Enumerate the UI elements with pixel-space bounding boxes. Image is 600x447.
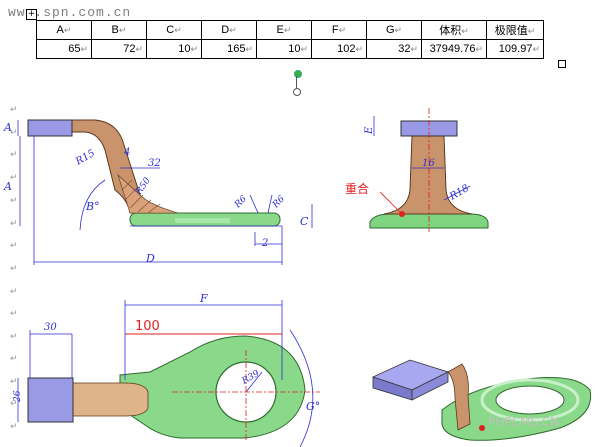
- rotate-handle[interactable]: [294, 70, 302, 78]
- header-cell[interactable]: 极限值↵: [486, 20, 544, 40]
- paragraph-marks: ↵ ↵ ↵ ↵ ↵ ↵ ↵ ↵ ↵ ↵ ↵ ↵ ↵ ↵ ↵: [10, 105, 18, 432]
- svg-text:↵: ↵: [10, 354, 18, 364]
- isometric-drawing: [371, 359, 592, 441]
- top-green-plate: [119, 335, 306, 439]
- table-value-row: 65↵ 72↵ 10↵ 165↵ 10↵ 102↵ 32↵ 37949.76↵ …: [36, 39, 544, 59]
- overlap-point: [399, 211, 405, 217]
- value-cell[interactable]: 109.97↵: [486, 39, 544, 59]
- dim-label-g: G°: [306, 400, 320, 413]
- dim-label-r6b: R6: [270, 194, 287, 211]
- handle-connector: [296, 76, 297, 88]
- overlap-label: 重合: [345, 181, 369, 196]
- svg-text:↵: ↵: [10, 219, 18, 229]
- front-view-drawing: E 16 R18 重合: [345, 108, 489, 232]
- dim-label-thirty: 30: [44, 322, 57, 333]
- front-column: [383, 135, 473, 215]
- svg-text:↵: ↵: [10, 309, 18, 319]
- svg-text:↵: ↵: [10, 105, 18, 115]
- value-cell[interactable]: 37949.76↵: [421, 39, 487, 59]
- dim-label-sixteen: 16: [422, 158, 435, 169]
- table-move-handle[interactable]: +: [26, 9, 37, 20]
- table-resize-handle[interactable]: [558, 60, 566, 68]
- value-cell[interactable]: 10↵: [146, 39, 202, 59]
- dim-label-r18: R18: [447, 183, 471, 203]
- hatch: [121, 179, 161, 214]
- parameter-table: A↵ B↵ C↵ D↵ E↵ F↵ G↵ 体积↵ 极限值↵ 65↵ 72↵ 10…: [36, 20, 544, 59]
- dim-label-b-deg: B°: [85, 200, 100, 213]
- dim-label-twentysix: 26: [13, 390, 23, 403]
- value-cell[interactable]: 65↵: [36, 39, 92, 59]
- top-purple-block: [27, 377, 74, 423]
- top-view-drawing: F 100 30 R39 G° 26: [13, 292, 320, 447]
- purple-block: [27, 119, 73, 137]
- dim-label-a-side: A: [3, 180, 12, 193]
- iso-copper: [447, 363, 471, 431]
- bottom-watermark: PHPCMS.CN: [488, 415, 559, 429]
- dimension-lines: [17, 120, 313, 265]
- dim-label-e: E: [364, 126, 375, 135]
- dim-label-f: F: [199, 292, 208, 305]
- iso-hole: [495, 385, 565, 415]
- watermark-text: www.spn.com.cn: [8, 5, 132, 20]
- dim-label-r15: R15: [73, 148, 97, 168]
- svg-text:↵: ↵: [10, 377, 18, 387]
- value-cell[interactable]: 32↵: [366, 39, 422, 59]
- svg-text:↵: ↵: [10, 196, 18, 206]
- svg-text:↵: ↵: [10, 241, 18, 251]
- selection-handle[interactable]: [293, 88, 301, 96]
- dim-label-r6a: R6: [232, 194, 249, 211]
- value-cell[interactable]: 165↵: [201, 39, 257, 59]
- side-profile-drawing: A A R15 4 B° R50 32 R6 R6 C 2 D: [3, 119, 313, 265]
- top-copper-strip: [69, 382, 149, 417]
- dim-label-two: 2: [261, 238, 268, 249]
- dim-label-d: D: [145, 252, 155, 265]
- svg-text:↵: ↵: [10, 399, 18, 409]
- dim-label-four: 4: [123, 147, 130, 158]
- dim-label-hundred: 100: [135, 319, 160, 334]
- svg-text:↵: ↵: [10, 150, 18, 160]
- svg-text:↵: ↵: [10, 287, 18, 297]
- value-cell[interactable]: 10↵: [256, 39, 312, 59]
- svg-text:↵: ↵: [10, 422, 18, 432]
- svg-text:↵: ↵: [10, 264, 18, 274]
- svg-text:↵: ↵: [10, 173, 18, 183]
- svg-text:↵: ↵: [10, 332, 18, 342]
- dim-label-c: C: [300, 215, 309, 228]
- dim-label-thirtytwo: 32: [148, 158, 161, 169]
- svg-text:↵: ↵: [10, 128, 18, 138]
- dim-label-a-top: A: [3, 121, 12, 134]
